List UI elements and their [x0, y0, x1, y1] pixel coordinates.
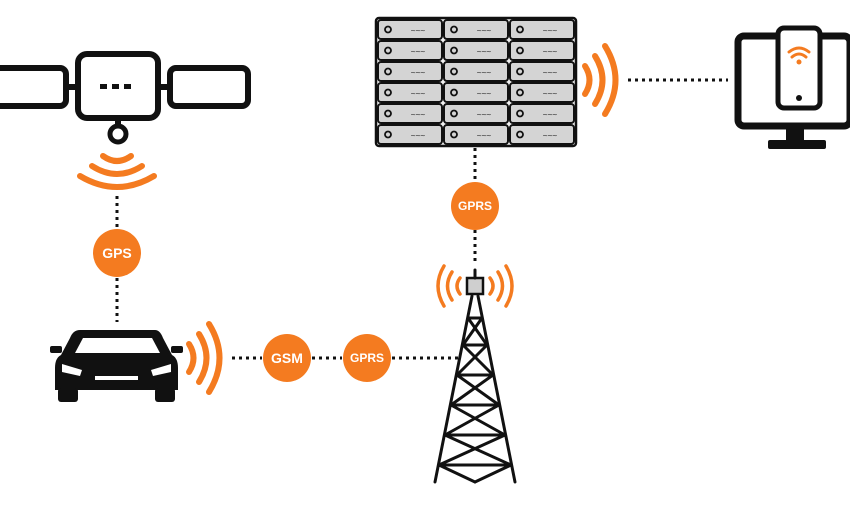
tower-leg-right — [476, 294, 517, 484]
server-unit: ~~~ — [509, 82, 575, 103]
server-unit: ~~~ — [377, 103, 443, 124]
car-mirror-left — [50, 346, 62, 353]
server-led-icon — [384, 109, 392, 118]
phone-wifi-dot — [796, 59, 802, 65]
monitor-neck — [786, 126, 804, 140]
server-unit: ~~~ — [377, 40, 443, 61]
server-unit: ~~~ — [377, 82, 443, 103]
server-led-icon — [384, 130, 392, 139]
tower-signal-left-icon — [436, 264, 462, 308]
solar-panel-left — [0, 65, 69, 109]
server-led-icon — [450, 67, 458, 76]
server-led-icon — [450, 46, 458, 55]
server-unit-label: ~~~ — [543, 47, 558, 56]
server-led-icon — [516, 130, 524, 139]
server-led-icon — [384, 88, 392, 97]
gprs-badge-server-link-label: GPRS — [458, 199, 492, 213]
car-signal-icon — [186, 321, 223, 395]
server-unit-label: ~~~ — [477, 26, 492, 35]
server-unit-label: ~~~ — [477, 89, 492, 98]
server-unit-label: ~~~ — [477, 110, 492, 119]
server-rack-icon: ~~~ ~~~ ~~~ ~~~ ~~~ ~~~ ~~~ ~~~ ~~~ ~~~ ~~~ ~~~ ~~~ ~… — [374, 16, 578, 148]
server-unit-label: ~~~ — [411, 89, 426, 98]
server-unit: ~~~ — [443, 19, 509, 40]
server-unit: ~~~ — [377, 61, 443, 82]
server-led-icon — [450, 88, 458, 97]
server-led-icon — [516, 109, 524, 118]
server-unit: ~~~ — [443, 124, 509, 145]
gps-badge: GPS — [93, 229, 141, 277]
car-headlight-right — [151, 364, 171, 376]
phone-home-button — [796, 95, 802, 101]
server-unit-label: ~~~ — [411, 110, 426, 119]
server-unit-label: ~~~ — [477, 68, 492, 77]
server-unit-label: ~~~ — [411, 68, 426, 77]
server-unit-label: ~~~ — [543, 89, 558, 98]
satellite-icon — [0, 51, 251, 145]
satellite-signal-icon — [77, 153, 157, 190]
server-unit: ~~~ — [509, 124, 575, 145]
tower-signal-right-icon — [488, 264, 514, 308]
server-led-icon — [516, 67, 524, 76]
server-led-icon — [384, 67, 392, 76]
server-led-icon — [516, 25, 524, 34]
gprs-badge-car-link: GPRS — [343, 334, 391, 382]
car-headlight-left — [62, 364, 82, 376]
server-unit: ~~~ — [443, 103, 509, 124]
server-unit-label: ~~~ — [477, 131, 492, 140]
tower-leg-left — [433, 294, 474, 484]
solar-panel-right — [167, 65, 251, 109]
monitor-with-phone-icon — [734, 25, 850, 149]
server-unit-label: ~~~ — [543, 110, 558, 119]
car-windshield — [75, 338, 160, 353]
server-unit: ~~~ — [377, 124, 443, 145]
server-unit-label: ~~~ — [543, 68, 558, 77]
server-led-icon — [450, 109, 458, 118]
server-unit-label: ~~~ — [477, 47, 492, 56]
tower-antenna-head — [465, 276, 485, 296]
car-grille — [95, 376, 138, 380]
server-unit: ~~~ — [443, 40, 509, 61]
car-wheel-right — [155, 388, 175, 402]
gsm-badge-label: GSM — [271, 350, 303, 366]
server-unit: ~~~ — [443, 82, 509, 103]
server-unit-label: ~~~ — [543, 26, 558, 35]
server-led-icon — [516, 46, 524, 55]
server-unit: ~~~ — [377, 19, 443, 40]
car-icon — [50, 330, 183, 402]
server-unit-label: ~~~ — [411, 131, 426, 140]
server-signal-icon — [582, 43, 619, 117]
server-unit: ~~~ — [509, 61, 575, 82]
phone-wifi-icon — [787, 46, 811, 59]
server-led-icon — [384, 25, 392, 34]
connection-lines — [115, 78, 728, 360]
satellite-body-dashes — [100, 84, 131, 89]
server-led-icon — [516, 88, 524, 97]
gprs-badge-car-link-label: GPRS — [350, 351, 384, 365]
monitor-stand — [768, 140, 826, 149]
car-mirror-right — [171, 346, 183, 353]
server-unit: ~~~ — [509, 19, 575, 40]
server-unit-label: ~~~ — [411, 26, 426, 35]
antenna-dish — [107, 123, 129, 145]
phone-frame — [775, 25, 823, 111]
gsm-badge: GSM — [263, 334, 311, 382]
gprs-badge-server-link: GPRS — [451, 182, 499, 230]
gps-badge-label: GPS — [102, 245, 132, 261]
car-wheel-left — [58, 388, 78, 402]
server-led-icon — [450, 25, 458, 34]
server-unit: ~~~ — [509, 103, 575, 124]
server-led-icon — [384, 46, 392, 55]
cell-tower-icon — [433, 268, 517, 484]
server-unit-label: ~~~ — [411, 47, 426, 56]
server-unit: ~~~ — [509, 40, 575, 61]
server-unit: ~~~ — [443, 61, 509, 82]
server-unit-label: ~~~ — [543, 131, 558, 140]
server-led-icon — [450, 130, 458, 139]
